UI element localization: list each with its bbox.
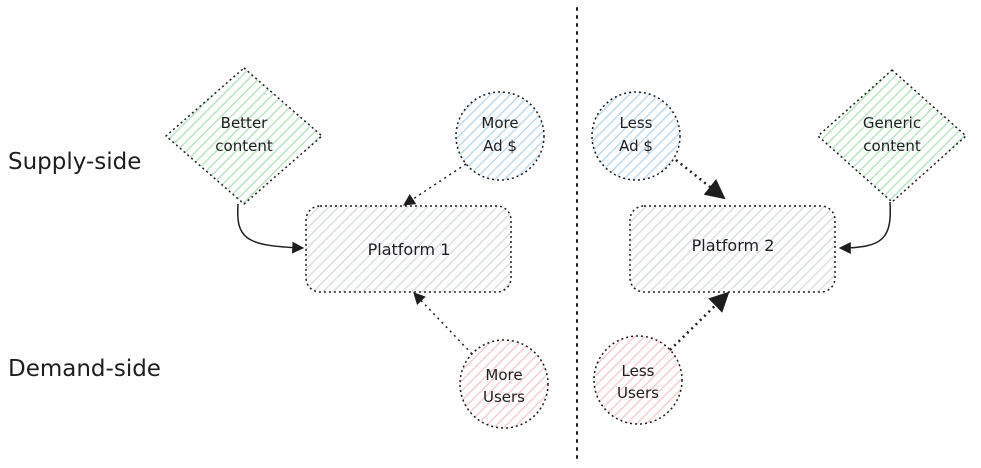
- more-ad-label-line1: More: [481, 114, 518, 132]
- more-ad-node[interactable]: More Ad $: [455, 91, 545, 181]
- generic-content-node[interactable]: Generic content: [817, 69, 967, 203]
- platform1-group: Better content More Ad $ Platform 1 More…: [165, 67, 549, 429]
- more-users-label-line2: Users: [483, 388, 525, 406]
- better-content-label-line1: Better: [221, 114, 269, 132]
- arrow-users-to-platform2: [669, 291, 730, 351]
- better-content-node[interactable]: Better content: [165, 67, 323, 205]
- less-ad-node[interactable]: Less Ad $: [591, 91, 681, 181]
- less-ad-label-line1: Less: [620, 114, 653, 132]
- more-ad-label-line2: Ad $: [483, 137, 517, 155]
- less-users-label-line1: Less: [622, 362, 655, 380]
- arrow-ad-to-platform2: [675, 159, 726, 200]
- more-users-label-line1: More: [485, 366, 522, 384]
- arrow-ad-to-platform1: [402, 163, 467, 206]
- arrow-content-to-platform1: [236, 203, 305, 254]
- better-content-label-line2: content: [215, 137, 273, 155]
- generic-content-label-line1: Generic: [863, 114, 921, 132]
- demand-side-label: Demand-side: [8, 356, 161, 382]
- supply-side-label: Supply-side: [8, 149, 141, 175]
- arrow-users-to-platform1: [413, 292, 473, 355]
- generic-content-label-line2: content: [863, 137, 921, 155]
- arrow-content-to-platform2: [838, 201, 892, 254]
- platform1-title: Platform 1: [368, 240, 451, 259]
- less-ad-label-line2: Ad $: [619, 137, 653, 155]
- more-users-node[interactable]: More Users: [459, 339, 549, 429]
- platform2-title: Platform 2: [692, 236, 775, 255]
- platform2-group: Less Ad $ Generic content Platform 2 Les…: [591, 69, 967, 425]
- platform2-box[interactable]: Platform 2: [629, 205, 836, 293]
- less-users-node[interactable]: Less Users: [593, 335, 683, 425]
- less-users-label-line2: Users: [617, 384, 659, 402]
- platform1-box[interactable]: Platform 1: [305, 205, 512, 293]
